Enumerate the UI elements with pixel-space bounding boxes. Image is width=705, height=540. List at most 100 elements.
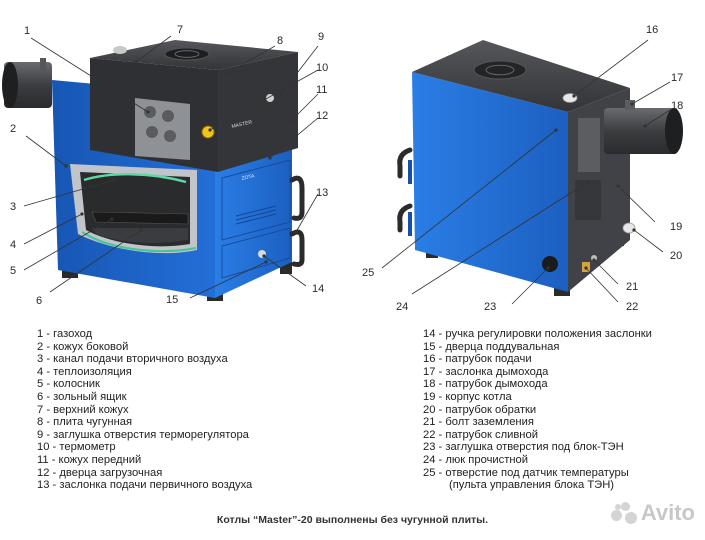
firebox-cutaway: [80, 172, 190, 247]
callout-labels: 1 2 3 4 5 6 7 8 9 10 11 12 13 14 15 16 1…: [10, 24, 683, 313]
heat-exchanger-cutaway: [135, 98, 190, 160]
rear-handle: [397, 147, 413, 179]
legend-column-left: 1 - газоход 2 - кожух боковой 3 - канал …: [37, 328, 252, 492]
thermometer: [201, 125, 215, 139]
callout-24: 24: [396, 301, 408, 313]
callout-20: 20: [670, 250, 682, 262]
secondary-air-channel: [83, 173, 187, 184]
legend-item: 5 - колосник: [37, 378, 100, 391]
rear-flue-pipe: [604, 108, 678, 154]
rear-cast-iron-plate-ring: [485, 64, 515, 76]
legend-item: 9 - заглушка отверстия терморегулятора: [37, 428, 249, 441]
legend-item: 10 - термометр: [37, 441, 116, 454]
legend-item: 19 - корпус котла: [423, 390, 512, 403]
callout-18: 18: [671, 100, 683, 112]
legend-item: 20 - патрубок обратки: [423, 403, 537, 416]
callout-21: 21: [626, 281, 638, 293]
callout-25: 25: [362, 267, 374, 279]
callout-14: 14: [312, 283, 324, 295]
legend-item: 17 - заслонка дымохода: [423, 365, 549, 378]
legend-item: 1 - газоход: [37, 328, 93, 340]
callout-6: 6: [36, 295, 42, 307]
leader-lines: [23, 35, 671, 305]
callout-7: 7: [177, 24, 183, 36]
top-plug: [113, 46, 127, 54]
legend-item: 4 - теплоизоляция: [37, 365, 132, 378]
legend-item: 12 - дверца загрузочная: [37, 466, 163, 479]
callout-17: 17: [671, 72, 683, 84]
legend-item: 25 - отверстие под датчик температуры: [423, 466, 629, 479]
heat-exchanger-tube: [164, 130, 176, 142]
legend-item: 7 - верхний кожух: [37, 403, 129, 416]
callout-4: 4: [10, 239, 16, 251]
callout-5: 5: [10, 265, 16, 277]
legend-item-continuation: (пульта управления блока ТЭН): [449, 479, 614, 492]
callout-3: 3: [10, 201, 16, 213]
rear-handle: [397, 203, 413, 233]
rear-cast-iron-plate: [473, 60, 527, 80]
callout-22: 22: [626, 301, 638, 313]
flue-pipe-opening: [2, 62, 18, 108]
body-plate: [578, 118, 600, 172]
footnote: Котлы “Master”-20 выполнены без чугунной…: [216, 514, 489, 526]
heater-plug: [542, 256, 558, 272]
door-handle: [289, 175, 305, 221]
left-boiler: MASTER ZOTA: [2, 40, 305, 301]
model-label: ZOTA: [241, 173, 256, 182]
callout-19: 19: [670, 221, 682, 233]
parts-legend: 1 - газоход 2 - кожух боковой 3 - канал …: [0, 328, 705, 503]
top-casing-front: [218, 52, 298, 172]
legend-item: 6 - зольный ящик: [37, 390, 127, 403]
legend-item: 21 - болт заземления: [423, 416, 534, 429]
cast-iron-plate-ring: [174, 50, 200, 58]
legend-item: 13 - заслонка подачи первичного воздуха: [37, 479, 253, 492]
boiler-diagram: MASTER ZOTA: [2, 24, 683, 313]
callout-1: 1: [24, 25, 30, 37]
return-pipe: [622, 222, 636, 234]
right-boiler: [397, 40, 683, 296]
callout-2: 2: [10, 123, 16, 135]
damper-handle: [289, 229, 305, 267]
rear-top-casing: [412, 40, 630, 112]
callout-23: 23: [484, 301, 496, 313]
callout-16: 16: [646, 24, 658, 36]
callout-12: 12: [316, 110, 328, 122]
rear-flue-opening: [665, 108, 683, 154]
legend-item: 11 - кожух передний: [37, 453, 142, 466]
callout-9: 9: [318, 31, 324, 43]
legend-item: 14 - ручка регулировки положения заслонк…: [423, 328, 652, 340]
rear-panel-slot: [408, 212, 412, 236]
legend-item: 24 - люк прочистной: [423, 453, 529, 466]
callout-11: 11: [316, 84, 327, 96]
chimney-damper: [625, 100, 635, 110]
legend-item: 8 - плита чугунная: [37, 416, 133, 429]
cast-iron-plate: [164, 47, 210, 61]
grate: [91, 211, 189, 225]
air-vents: [235, 205, 277, 225]
ash-door: [221, 227, 291, 279]
legend-item: 16 - патрубок подачи: [423, 353, 532, 366]
legend-item: 2 - кожух боковой: [37, 340, 129, 353]
flue-clamp: [40, 58, 46, 70]
callout-15: 15: [166, 294, 178, 306]
loading-door: [221, 159, 291, 241]
legend-column-right: 14 - ручка регулировки положения заслонк…: [423, 328, 652, 492]
legend-item: 23 - заглушка отверстия под блок-ТЭН: [423, 441, 624, 454]
legend-item: 22 - патрубок сливной: [423, 428, 538, 441]
legend-item: 3 - канал подачи вторичного воздуха: [37, 353, 228, 366]
callout-10: 10: [316, 62, 328, 74]
cleaning-hatch: [575, 180, 601, 220]
legend-item: 15 - дверца поддувальная: [423, 340, 560, 353]
heat-exchanger-tube: [162, 110, 174, 122]
heat-exchanger-tube: [144, 106, 156, 118]
legend-item: 18 - патрубок дымохода: [423, 378, 548, 391]
heat-exchanger-tube: [146, 126, 158, 138]
rear-panel-slot: [408, 160, 412, 184]
brand-label: MASTER: [231, 119, 253, 130]
avito-watermark: Avito: [610, 500, 695, 526]
avito-wordmark: Avito: [640, 500, 695, 525]
ash-box: [92, 228, 188, 243]
avito-logo-icon: [610, 502, 637, 524]
callout-13: 13: [316, 187, 328, 199]
callout-8: 8: [277, 35, 283, 47]
